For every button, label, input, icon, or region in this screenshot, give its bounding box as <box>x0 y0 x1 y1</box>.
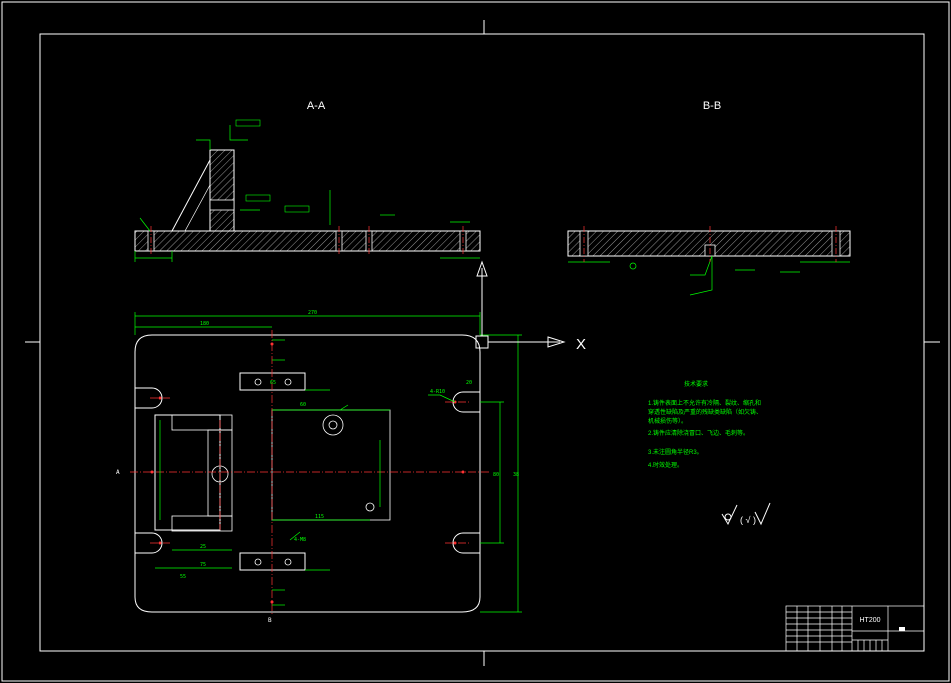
technical-notes: 技术要求 1.铸件表面上不允许有冷隔、裂纹、缩孔和 穿透性缺陷及严重的残缺类缺陷… <box>648 380 762 469</box>
dim-overall-width: 270 <box>308 310 317 316</box>
section-aa <box>134 119 481 262</box>
view-bb-title: B-B <box>703 100 721 112</box>
centering-marks <box>25 20 940 666</box>
section-bb <box>567 226 851 296</box>
roughness-mark: ( √ ) <box>740 515 756 525</box>
dim-small: 25 <box>200 544 206 550</box>
dim-height-right: 38 <box>513 472 519 478</box>
ucs-axis <box>475 260 566 349</box>
dim-75: 75 <box>200 562 206 568</box>
plan-view: 270 180 38 20 60 80 25 75 65 115 4-M8 4-… <box>116 310 522 624</box>
dim-115: 115 <box>315 514 324 520</box>
note-line-6: 4.时效处理。 <box>648 461 683 469</box>
section-mark-b: B <box>268 617 272 624</box>
title-block <box>785 605 925 652</box>
dim-inner-width: 180 <box>200 321 209 327</box>
dim-left-offset: 55 <box>180 574 186 580</box>
material-label: HT200 <box>859 617 880 624</box>
dim-slot-width: 20 <box>466 380 472 386</box>
dim-hole-spacing: 80 <box>493 472 499 478</box>
slot-label: 4-R10 <box>430 389 445 395</box>
note-line-3: 机械损伤等）。 <box>648 417 687 425</box>
notes-title: 技术要求 <box>684 380 708 388</box>
bolt-label: 4-M8 <box>294 537 306 543</box>
dim-bolt-spacing: 60 <box>300 402 306 408</box>
section-mark-a: A <box>116 469 120 476</box>
logo-mark <box>899 627 905 631</box>
note-line-5: 3.未注圆角半径R3。 <box>648 448 703 456</box>
axis-x-label: X <box>576 336 586 353</box>
note-line-2: 穿透性缺陷及严重的残缺类缺陷（如欠铸、 <box>648 408 762 416</box>
drawing-frame <box>39 33 925 652</box>
note-line-4: 2.铸件应清除浇冒口、飞边、毛刺等。 <box>648 429 749 437</box>
view-aa-title: A-A <box>307 100 326 112</box>
dim-65: 65 <box>270 380 276 386</box>
roughness-symbol <box>721 502 771 526</box>
note-line-1: 1.铸件表面上不允许有冷隔、裂纹、缩孔和 <box>648 399 761 407</box>
